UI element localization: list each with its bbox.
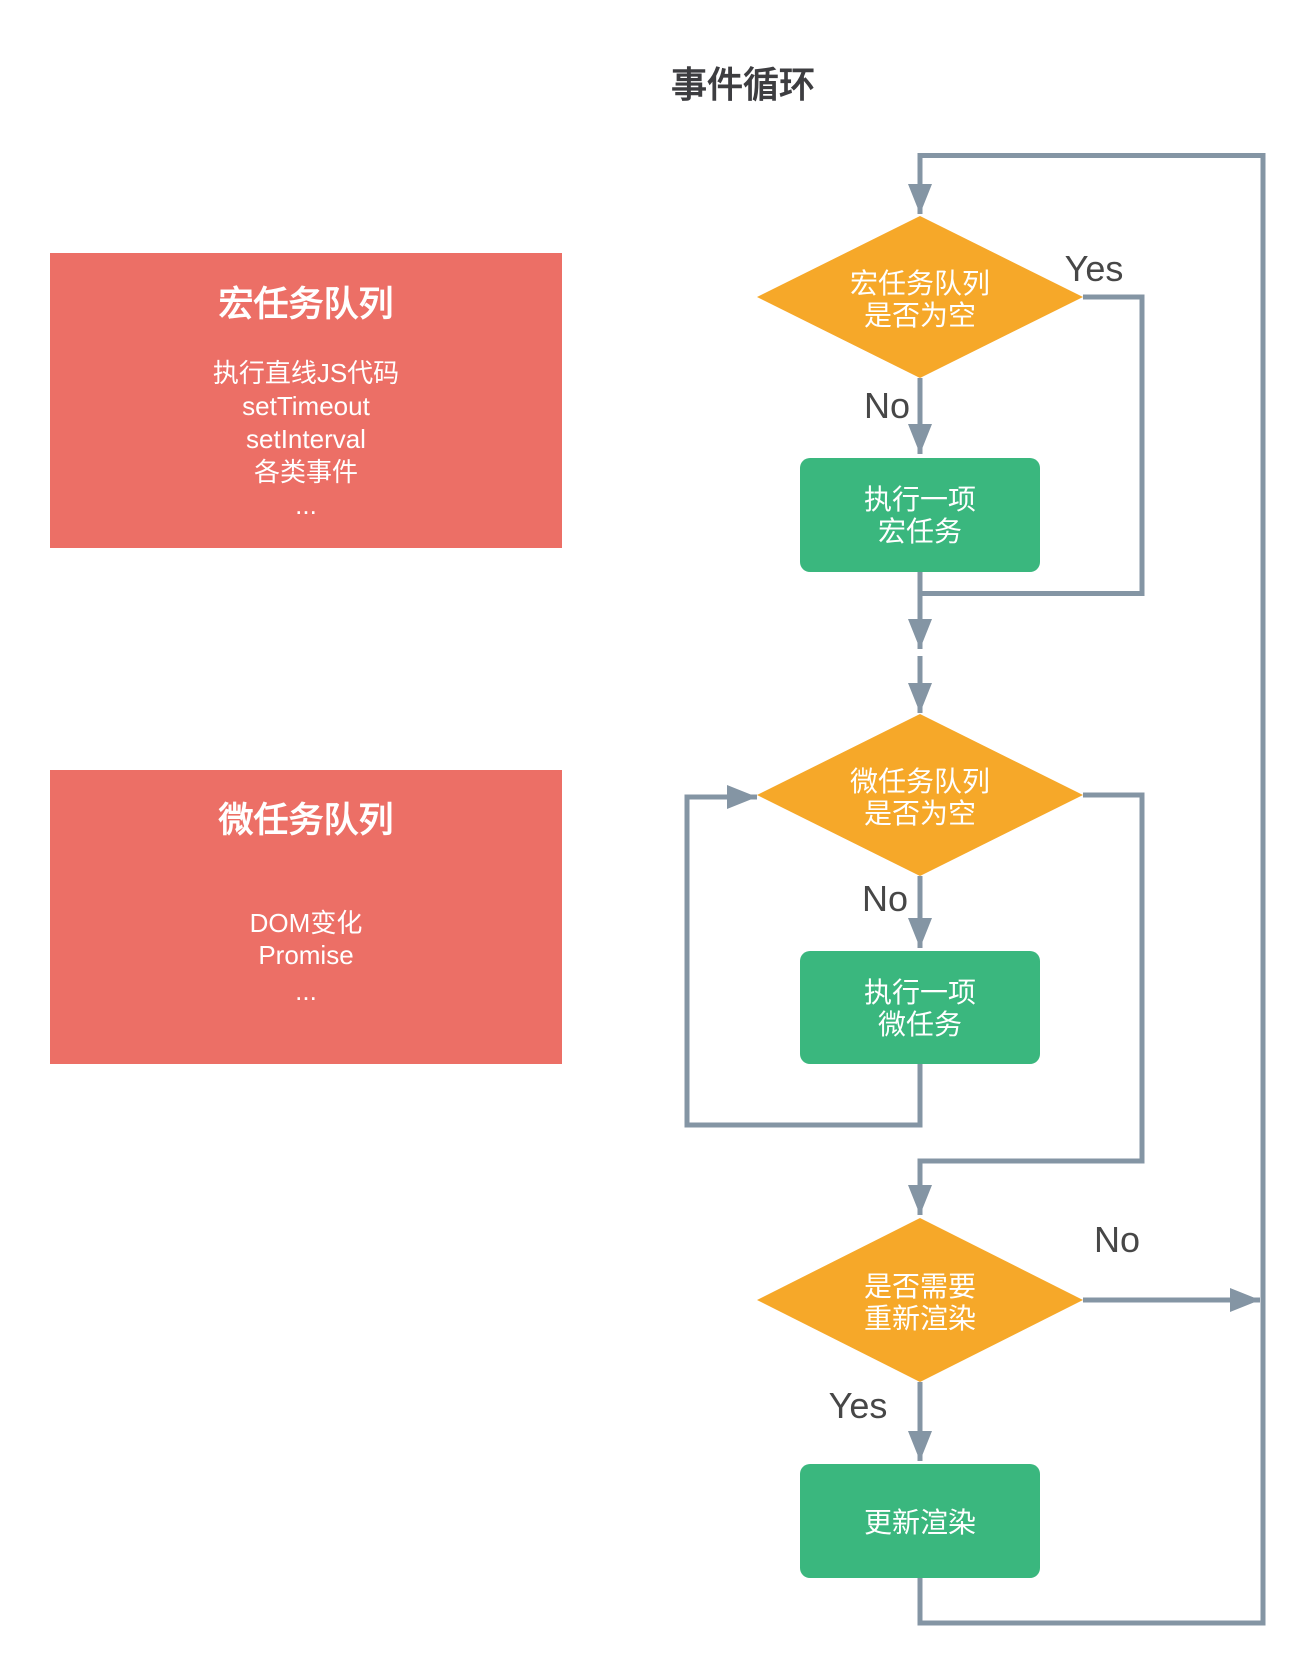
update-render-box [800, 1464, 1040, 1578]
macro-empty-decision-line2: 是否为空 [864, 300, 976, 331]
micro-empty-decision-line2: 是否为空 [864, 798, 976, 829]
macro-queue-title: 宏任务队列 [218, 285, 393, 324]
macro-no-label: No [864, 385, 910, 426]
macro-yes-label: Yes [1065, 248, 1124, 289]
render-no-label: No [1094, 1219, 1140, 1260]
macro-queue-panel [50, 253, 562, 548]
run-macro-task-line1: 执行一项 [864, 484, 976, 515]
need-render-decision-line2: 重新渲染 [864, 1303, 976, 1334]
outer-loop-connector [908, 153, 1266, 1626]
micro-queue-item: DOM变化 [250, 908, 363, 938]
page-title: 事件循环 [671, 64, 815, 105]
run-micro-task-box [800, 951, 1040, 1064]
run-micro-task-line1: 执行一项 [864, 977, 976, 1008]
micro-queue-item: ... [295, 976, 317, 1006]
render-yes-label: Yes [829, 1385, 888, 1426]
micro-queue-title: 微任务队列 [217, 801, 393, 840]
run-macro-task-box [800, 458, 1040, 572]
macro-empty-decision-diamond [757, 216, 1083, 378]
micro-empty-decision-diamond [757, 714, 1083, 876]
run-macro-task-line2: 宏任务 [878, 516, 962, 547]
macro-queue-item: 各类事件 [254, 457, 358, 487]
micro-queue-panel [50, 770, 562, 1064]
micro-yes-connector [908, 792, 1145, 1215]
micro-queue-item: Promise [258, 940, 353, 970]
micro-task-loop-connector [684, 785, 923, 1128]
macro-empty-decision-line1: 宏任务队列 [850, 268, 990, 299]
need-render-decision-diamond [757, 1218, 1083, 1382]
update-render-line1: 更新渲染 [864, 1507, 976, 1538]
macro-queue-item: setInterval [246, 424, 366, 454]
macro-queue-item: ... [295, 490, 317, 520]
macro-queue-item: 执行直线JS代码 [213, 358, 399, 388]
micro-empty-decision-line1: 微任务队列 [850, 766, 990, 797]
macro-yes-loop-connector [918, 294, 1145, 596]
macro-queue-item: setTimeout [242, 391, 370, 421]
run-micro-task-line2: 微任务 [878, 1009, 962, 1040]
need-render-decision-line1: 是否需要 [864, 1271, 976, 1302]
micro-no-label: No [862, 878, 908, 919]
